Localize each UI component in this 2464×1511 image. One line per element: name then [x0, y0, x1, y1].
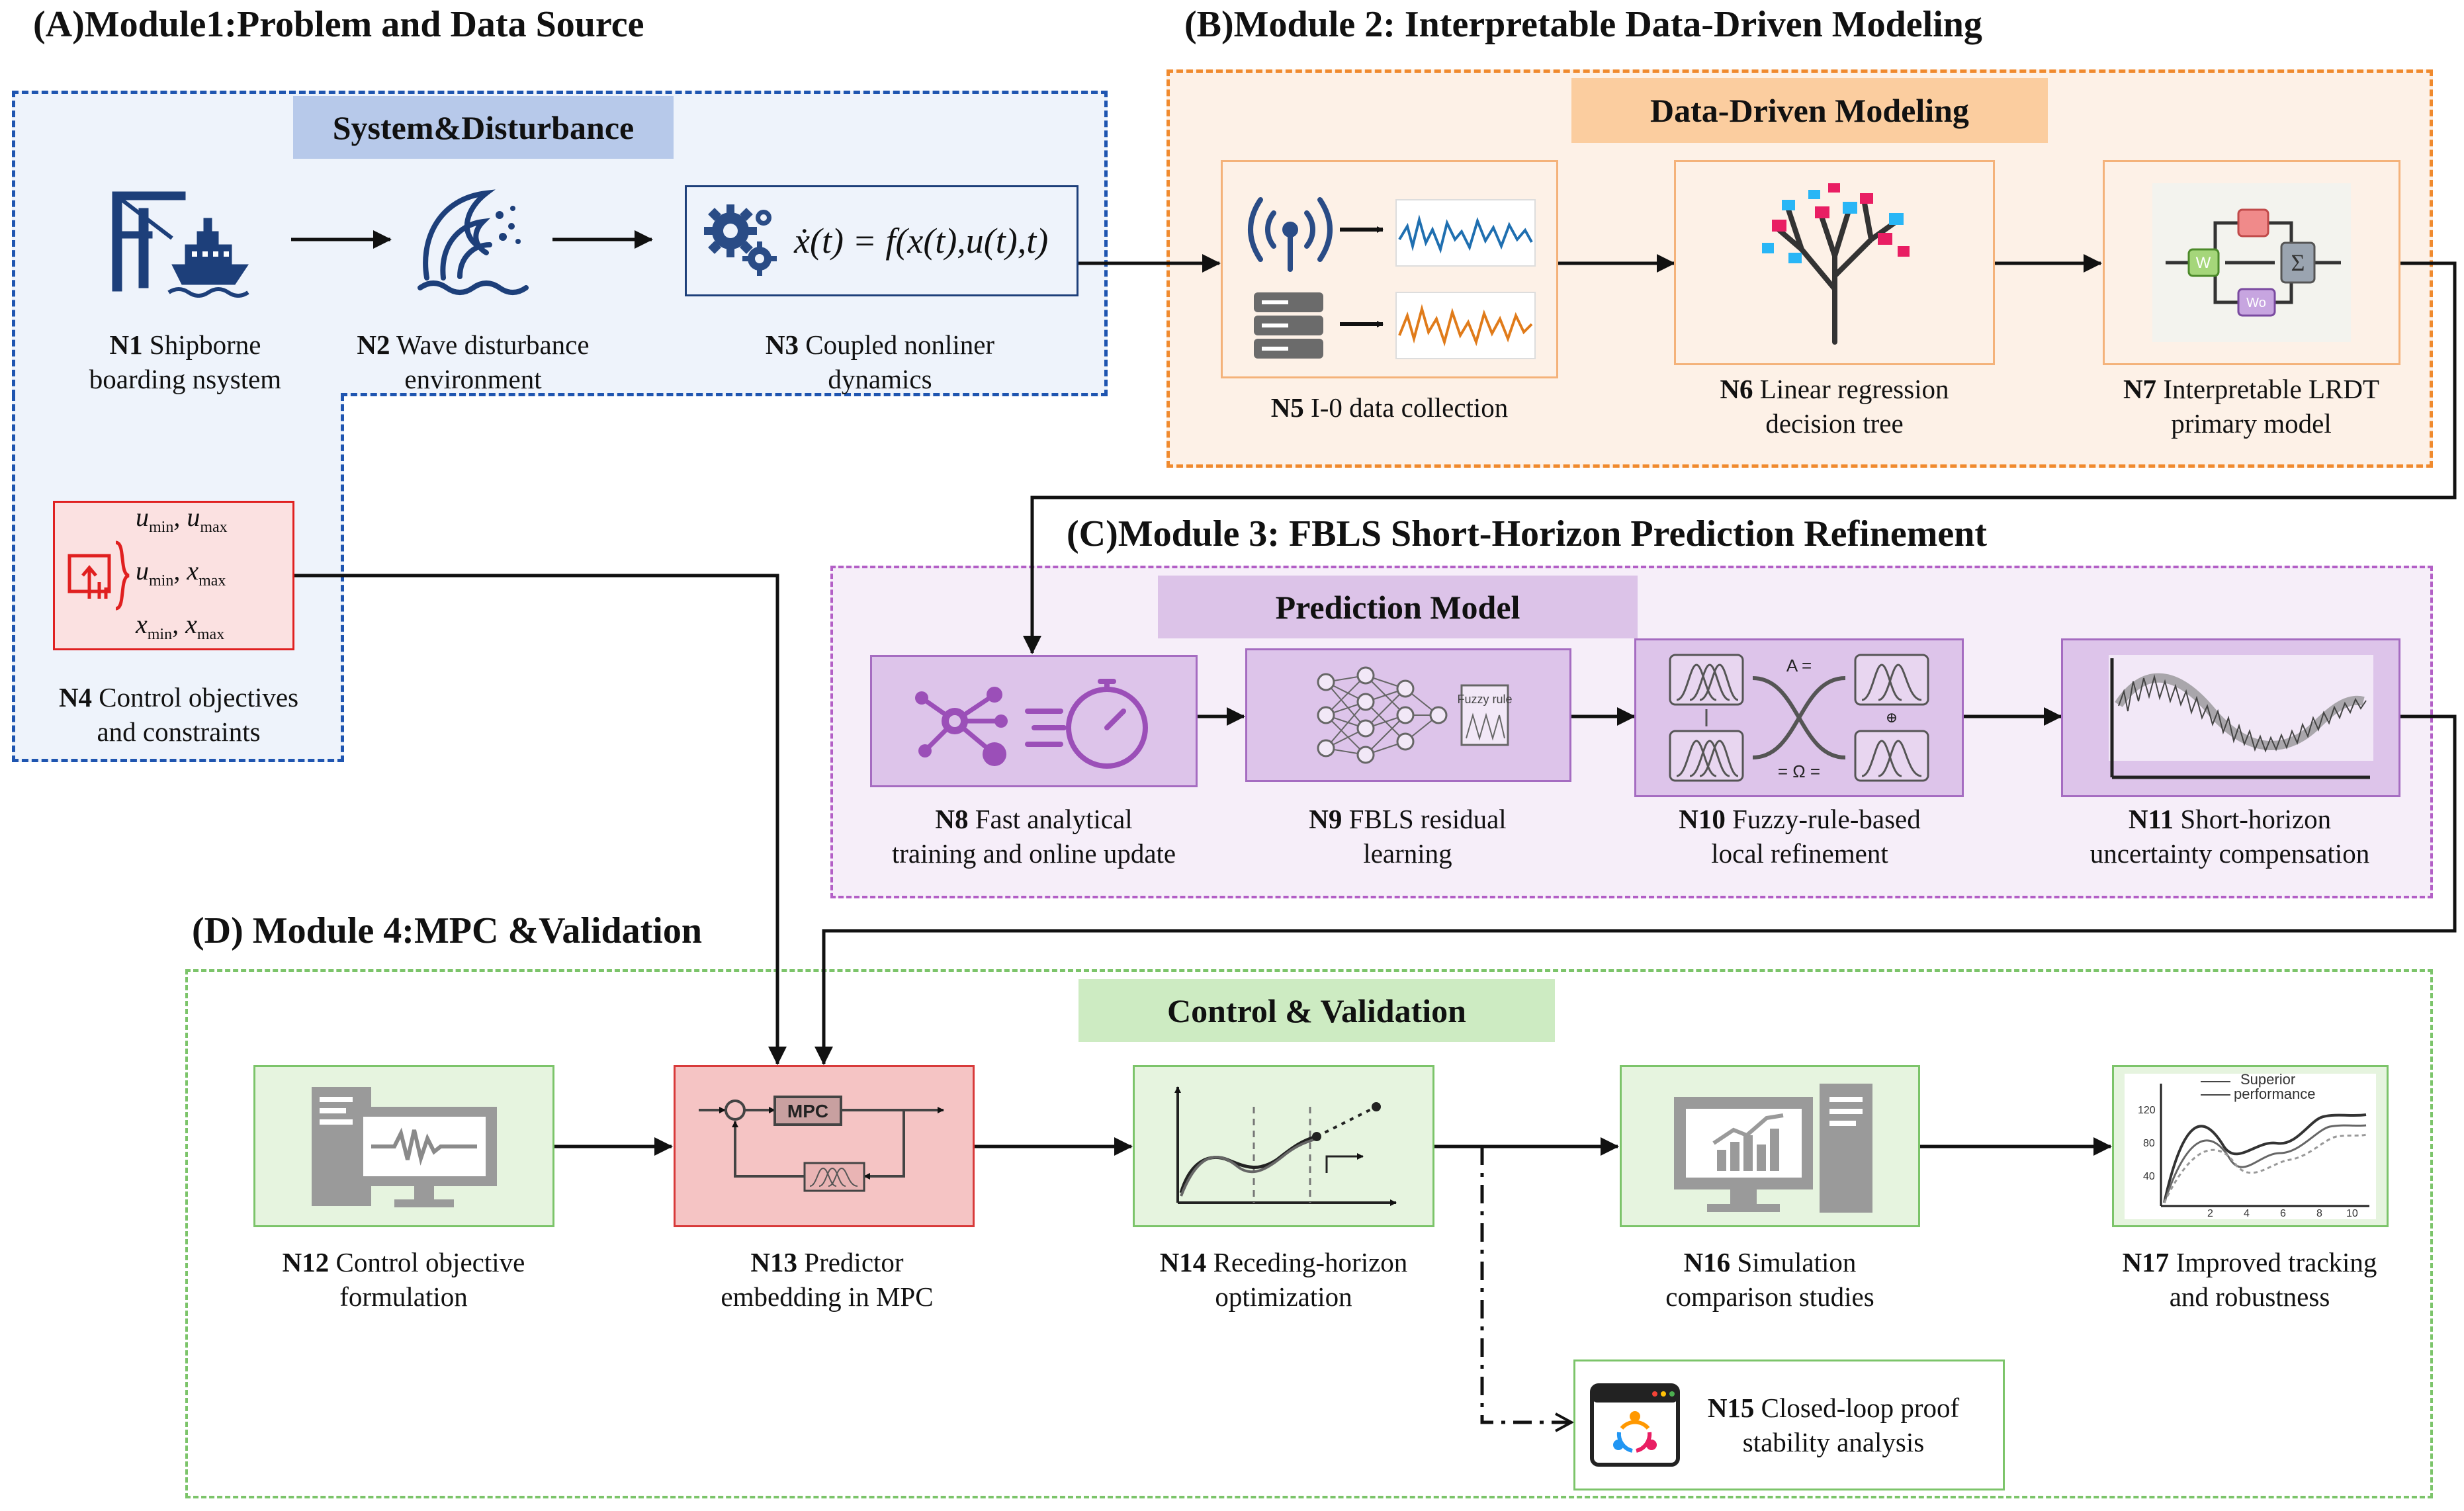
- n13-mpc-box: MPC: [674, 1065, 975, 1227]
- module-a-title: (A)Module1:Problem and Data Source: [33, 4, 644, 45]
- chart-legend-1: Superior: [2240, 1074, 2295, 1088]
- arrow-n11-n13: [814, 714, 2457, 1065]
- module-a-frame-bottom-edge: [341, 393, 1108, 396]
- module-d-title: (D) Module 4:MPC &Validation: [192, 910, 703, 951]
- n5-data-collection-box: [1221, 160, 1558, 378]
- arrow-n7-n8: [1023, 261, 2457, 654]
- constraint-list: umin, umax umin, xmax xmin, xmax: [136, 501, 228, 643]
- n17-tracking-box: 120 80 40 2 4 6 8 10 Superior performanc…: [2112, 1065, 2389, 1227]
- control-validation-tag: Control & Validation: [1078, 979, 1555, 1042]
- n12-objective-box: [253, 1065, 554, 1227]
- chart-x-4: 4: [2244, 1208, 2250, 1219]
- n8-fast-training-box: [870, 655, 1198, 787]
- chart-legend-2: performance: [2234, 1086, 2316, 1102]
- n1-shipborne-icon: [99, 179, 258, 298]
- arrow-n14-n15: [1480, 1146, 1571, 1422]
- arrow-n4-n13: [294, 574, 787, 1065]
- module-b-title: (B)Module 2: Interpretable Data-Driven M…: [1184, 4, 1982, 45]
- n5-caption: N5 I-0 data collection: [1270, 392, 1509, 423]
- n4-constraints-box: umin, umax umin, xmax xmin, xmax: [53, 501, 294, 650]
- chart-y-120: 120: [2138, 1105, 2156, 1116]
- constraint-chart-icon: [67, 540, 130, 611]
- mpc-label: MPC: [787, 1101, 828, 1121]
- n14-optimization-box: [1133, 1065, 1434, 1227]
- omega-label: = Ω =: [1778, 761, 1820, 781]
- module-c-title: (C)Module 3: FBLS Short-Horizon Predicti…: [1067, 513, 1988, 554]
- module-d-frame: [185, 969, 2433, 1498]
- chart-x-2: 2: [2207, 1208, 2213, 1219]
- n10-fuzzy-refinement-box: A = = Ω = ⊕: [1634, 638, 1964, 797]
- chart-y-80: 80: [2143, 1138, 2155, 1149]
- system-disturbance-tag: System&Disturbance: [293, 96, 674, 159]
- data-driven-modeling-tag: Data-Driven Modeling: [1571, 78, 2048, 143]
- wo-label: Wo: [2246, 296, 2266, 310]
- fuzzy-rule-label: Fuzzy rule: [1457, 693, 1512, 706]
- chart-y-40: 40: [2143, 1171, 2155, 1182]
- prediction-model-tag: Prediction Model: [1158, 576, 1638, 638]
- chart-x-6: 6: [2280, 1208, 2286, 1219]
- dynamics-equation: ẋ(t) = f(x(t),u(t),t): [794, 221, 1049, 261]
- chart-x-10: 10: [2346, 1208, 2358, 1219]
- n2-wave-icon: [414, 179, 533, 298]
- n16-simulation-box: [1620, 1065, 1920, 1227]
- chart-x-8: 8: [2316, 1208, 2322, 1219]
- n3-dynamics-box: ẋ(t) = f(x(t),u(t),t): [685, 185, 1078, 296]
- stability-app-icon: [1590, 1383, 1680, 1467]
- a-equals-label: A =: [1786, 656, 1812, 675]
- n11-compensation-box: [2061, 638, 2400, 797]
- svg-text:⊕: ⊕: [1886, 709, 1898, 726]
- w-label: W: [2196, 254, 2211, 272]
- svg-text:Σ: Σ: [2291, 249, 2305, 276]
- n9-fbls-box: Fuzzy rule: [1245, 648, 1571, 782]
- n7-lrdt-box: W Wo Σ: [2103, 160, 2400, 365]
- gears-icon: [704, 204, 777, 276]
- n6-decision-tree-box: [1674, 160, 1995, 365]
